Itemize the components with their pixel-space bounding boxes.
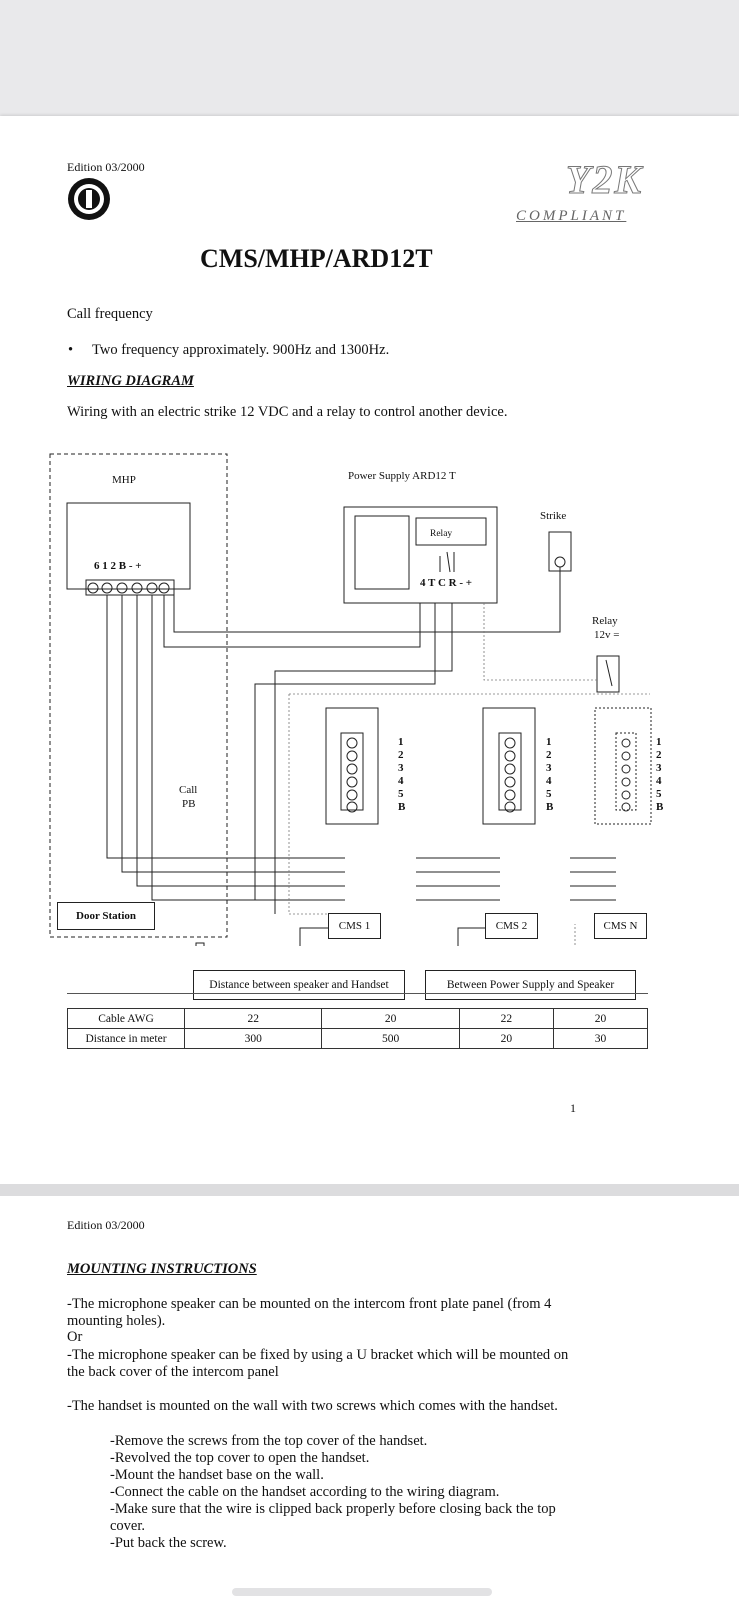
ps-relay-label: Relay: [430, 529, 453, 539]
table-cell: 22: [458, 1008, 554, 1029]
table-cell: 300: [183, 1028, 323, 1049]
call-pb-label-2: PB: [182, 798, 196, 810]
list-item: -Mount the handset base on the wall.: [110, 1467, 324, 1483]
wiring-intro-text: Wiring with an electric strike 12 VDC an…: [67, 404, 508, 420]
call-frequency-bullet: Two frequency approximately. 900Hz and 1…: [92, 342, 390, 358]
document-page-1: Edition 03/2000 Y2K COMPLIANT CMS/MHP/AR…: [0, 116, 739, 1184]
mounting-or: Or: [67, 1329, 83, 1345]
list-item: -Connect the cable on the handset accord…: [110, 1484, 500, 1500]
edition-label-2: Edition 03/2000: [67, 1218, 145, 1232]
call-frequency-label: Call frequency: [67, 306, 153, 322]
table-row: Distance in meter 300 500 20 30: [67, 1028, 649, 1049]
bullet-dot: •: [68, 342, 74, 358]
table-group-header-1: Distance between speaker and Handset: [193, 970, 405, 1000]
table-cell: 500: [321, 1028, 460, 1049]
page-separator: [0, 1184, 739, 1196]
document-page-2: Edition 03/2000 MOUNTING INSTRUCTIONS -T…: [0, 1196, 739, 1600]
call-pb-label: Call: [179, 784, 198, 796]
door-station-label: Door Station: [57, 902, 155, 930]
horizontal-scroll-indicator[interactable]: [232, 1588, 492, 1596]
mounting-para-2: -The microphone speaker can be fixed by …: [67, 1347, 569, 1380]
mhp-label: MHP: [112, 474, 136, 486]
brand-circle-logo-icon: [68, 178, 110, 220]
mounting-para-1: -The microphone speaker can be mounted o…: [67, 1296, 552, 1329]
mhp-terminal-labels: 6 1 2 B - +: [94, 560, 142, 572]
viewer-top-bar: [0, 0, 739, 114]
cable-spec-table: Cable AWG 22 20 22 20 Distance in meter …: [67, 1008, 649, 1049]
table-cell: Distance in meter: [67, 1028, 185, 1049]
mounting-instructions-heading: MOUNTING INSTRUCTIONS: [67, 1261, 257, 1277]
cms2-label: CMS 2: [485, 913, 538, 939]
table-cell: 20: [552, 1008, 649, 1029]
compliant-badge-text: COMPLIANT: [516, 208, 627, 224]
list-item: -Remove the screws from the top cover of…: [110, 1433, 428, 1449]
table-group-header-2: Between Power Supply and Speaker: [425, 970, 636, 1000]
list-item: -Make sure that the wire is clipped back…: [110, 1501, 556, 1534]
power-supply-label: Power Supply ARD12 T: [348, 470, 456, 482]
cms1-label: CMS 1: [328, 913, 381, 939]
y2k-badge-text: Y2K: [565, 157, 644, 203]
relay-voltage-label: 12v =: [594, 629, 620, 641]
list-item: -Put back the screw.: [110, 1535, 227, 1551]
table-cell: 20: [458, 1028, 554, 1049]
ps-terminal-labels: 4 T C R - +: [420, 577, 473, 589]
edition-label: Edition 03/2000: [67, 160, 145, 174]
list-item: -Revolved the top cover to open the hand…: [110, 1450, 370, 1466]
table-row: Cable AWG 22 20 22 20: [67, 1008, 649, 1029]
cmsn-label: CMS N: [594, 913, 647, 939]
table-cell: 22: [183, 1008, 323, 1029]
document-title: CMS/MHP/ARD12T: [200, 244, 433, 273]
table-cell: 20: [321, 1008, 460, 1029]
mounting-para-3: -The handset is mounted on the wall with…: [67, 1398, 558, 1414]
table-cell: 30: [552, 1028, 649, 1049]
relay-label: Relay: [592, 615, 618, 627]
wiring-diagram: [49, 453, 652, 946]
page-number: 1: [570, 1101, 576, 1115]
wiring-diagram-heading: WIRING DIAGRAM: [67, 373, 194, 389]
strike-label: Strike: [540, 510, 567, 522]
table-top-rule: [67, 993, 648, 994]
step-list: -Remove the screws from the top cover of…: [110, 1433, 590, 1552]
table-cell: Cable AWG: [67, 1008, 185, 1029]
